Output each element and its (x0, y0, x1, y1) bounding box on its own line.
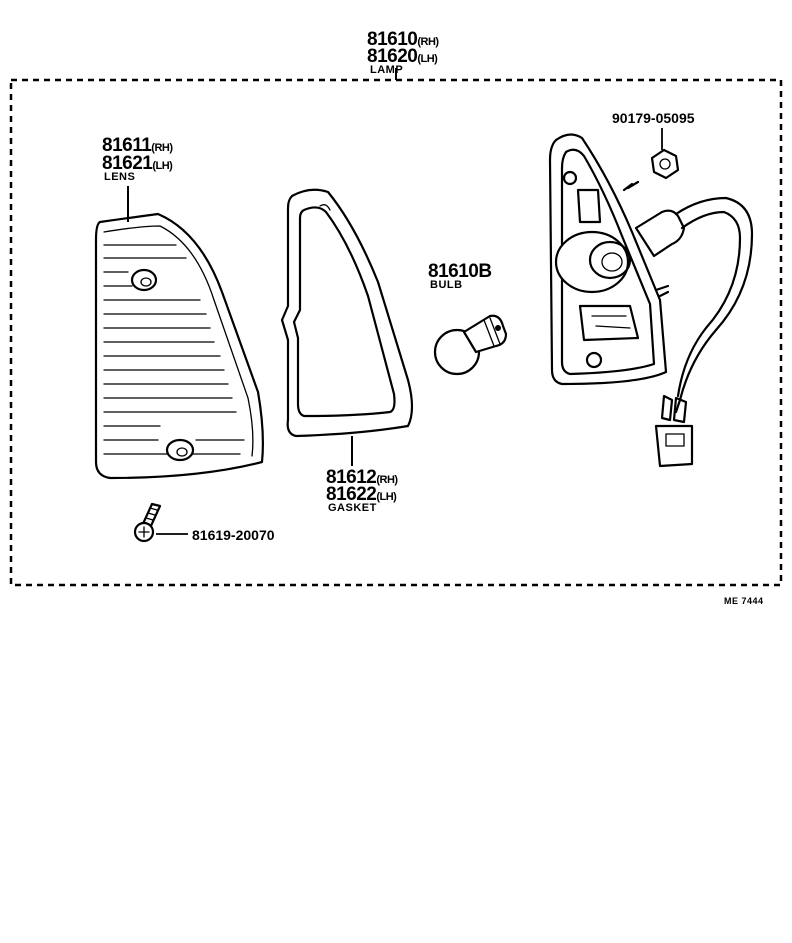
housing-part (548, 133, 754, 468)
bulb-part (433, 314, 508, 376)
lens-name: LENS (104, 171, 136, 183)
lamp-part-number-rh: 81610(RH) (367, 29, 439, 50)
bulb-name: BULB (430, 279, 463, 291)
gasket-part (280, 188, 414, 438)
gasket-part-number-lh: 81622(LH) (326, 484, 397, 505)
lamp-name: LAMP (370, 64, 404, 76)
nut-part (650, 148, 680, 180)
diagram-code: ME 7444 (724, 596, 764, 606)
lamp-part-number-lh: 81620(LH) (367, 46, 438, 67)
lens-part-number-lh: 81621(LH) (102, 153, 173, 174)
nut-part-number: 90179-05095 (612, 110, 695, 126)
bulb-part-number: 81610B (428, 261, 492, 282)
screw-part-number: 81619-20070 (192, 527, 275, 543)
gasket-part-number-rh: 81612(RH) (326, 467, 398, 488)
lens-part (94, 212, 264, 480)
screw-part (133, 502, 162, 543)
gasket-name: GASKET (328, 502, 377, 514)
lens-part-number-rh: 81611(RH) (102, 135, 173, 156)
